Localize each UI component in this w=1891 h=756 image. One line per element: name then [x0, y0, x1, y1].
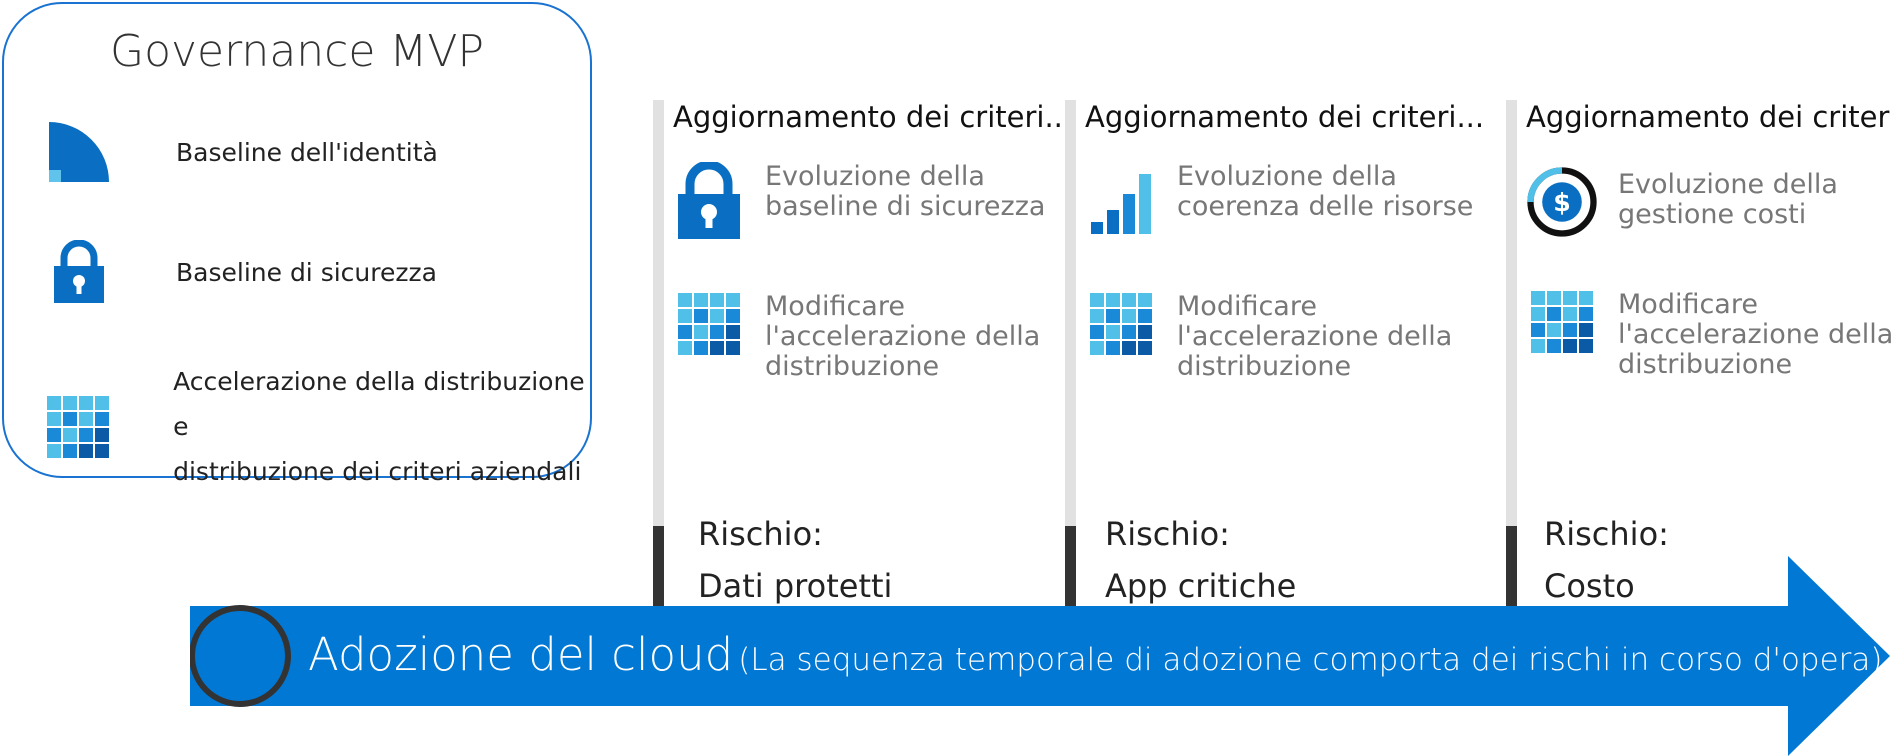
label-line: distribuzione dei criteri aziendali	[173, 457, 582, 486]
risk-value: Costo	[1544, 567, 1635, 605]
modify-text: Modificare l'accelerazione della distrib…	[1618, 290, 1891, 380]
lock-icon	[44, 237, 114, 307]
dollar-icon: $	[1526, 162, 1598, 242]
modify-row: Modificare l'accelerazione della distrib…	[673, 292, 1040, 382]
evolution-text: Evoluzione della gestione costi	[1618, 170, 1838, 230]
risk-label: Rischio:	[698, 515, 823, 553]
bar-chart-icon	[1085, 172, 1157, 252]
text-line: coerenza delle risorse	[1177, 191, 1474, 222]
text-line: baseline di sicurezza	[765, 191, 1046, 222]
text-line: l'accelerazione della	[1618, 319, 1891, 350]
mvp-item-identity: Baseline dell'identità	[44, 117, 438, 187]
column-heading: Aggiornamento dei criteri...	[1085, 100, 1485, 134]
policy-column-3: Aggiornamento dei criteri... $ Evoluzion…	[1506, 100, 1891, 610]
modify-text: Modificare l'accelerazione della distrib…	[1177, 292, 1452, 382]
text-line: Evoluzione della	[1177, 161, 1397, 192]
text-line: Modificare	[765, 291, 905, 322]
arrow-subtitle: (La sequenza temporale di adozione compo…	[738, 642, 1883, 678]
text-line: l'accelerazione della	[1177, 321, 1453, 352]
evolution-row: Evoluzione della coerenza delle risorse	[1085, 162, 1473, 252]
mvp-item-label: Baseline di sicurezza	[176, 257, 437, 287]
governance-title: Governance MVP	[109, 26, 485, 77]
text-line: Modificare	[1618, 289, 1758, 320]
risk-label: Rischio:	[1544, 515, 1669, 553]
risk-value: Dati protetti	[698, 567, 893, 605]
cloud-adoption-arrow	[190, 556, 1890, 756]
text-line: l'accelerazione della	[765, 321, 1041, 352]
modify-text: Modificare l'accelerazione della distrib…	[765, 292, 1040, 382]
grid-icon	[1085, 292, 1157, 372]
policy-column-1: Aggiornamento dei criteri... Evoluzione …	[653, 100, 1073, 610]
svg-text:$: $	[1553, 188, 1571, 217]
text-line: Evoluzione della	[765, 161, 985, 192]
timeline-bar	[1506, 100, 1517, 526]
risk-block: Rischio: Costo	[1544, 508, 1669, 612]
mvp-item-label: Baseline dell'identità	[176, 137, 438, 167]
governance-mvp-box: Governance MVP Baseline dell'identità Ba…	[2, 2, 592, 486]
text-line: distribuzione	[1618, 349, 1793, 380]
evolution-row: Evoluzione della baseline di sicurezza	[673, 162, 1045, 242]
arrow-label: Adozione del cloud (La sequenza temporal…	[308, 628, 1883, 681]
text-line: Modificare	[1177, 291, 1317, 322]
risk-block: Rischio: Dati protetti	[698, 508, 892, 612]
risk-value: App critiche	[1105, 567, 1297, 605]
risk-block: Rischio: App critiche	[1105, 508, 1296, 612]
grid-icon	[1526, 290, 1598, 370]
text-line: distribuzione	[1177, 351, 1352, 382]
start-circle	[190, 605, 291, 707]
column-heading: Aggiornamento dei criteri...	[673, 100, 1073, 134]
mvp-item-security: Baseline di sicurezza	[44, 237, 437, 307]
label-line: Accelerazione della distribuzione e	[173, 367, 585, 441]
arrow-title: Adozione del cloud	[308, 628, 734, 681]
quarter-circle-icon	[44, 117, 114, 187]
modify-row: Modificare l'accelerazione della distrib…	[1085, 292, 1452, 382]
timeline-bar-marker	[653, 526, 664, 610]
timeline-bar-marker	[1065, 526, 1076, 610]
grid-icon	[44, 392, 111, 462]
grid-icon	[673, 292, 745, 372]
mvp-item-label: Accelerazione della distribuzione e dist…	[173, 359, 590, 494]
timeline-bar	[1065, 100, 1076, 526]
timeline-bar-marker	[1506, 526, 1517, 610]
timeline-bar	[653, 100, 664, 526]
policy-column-2: Aggiornamento dei criteri... Evoluzione …	[1065, 100, 1485, 610]
modify-row: Modificare l'accelerazione della distrib…	[1526, 290, 1891, 380]
evolution-text: Evoluzione della baseline di sicurezza	[765, 162, 1045, 222]
text-line: distribuzione	[765, 351, 940, 382]
risk-label: Rischio:	[1105, 515, 1230, 553]
text-line: Evoluzione della	[1618, 169, 1838, 200]
column-heading: Aggiornamento dei criteri...	[1526, 100, 1891, 134]
text-line: gestione costi	[1618, 199, 1807, 230]
lock-icon	[673, 162, 745, 242]
evolution-row: $ Evoluzione della gestione costi	[1526, 162, 1838, 242]
mvp-item-acceleration: Accelerazione della distribuzione e dist…	[44, 359, 590, 494]
evolution-text: Evoluzione della coerenza delle risorse	[1177, 162, 1473, 222]
